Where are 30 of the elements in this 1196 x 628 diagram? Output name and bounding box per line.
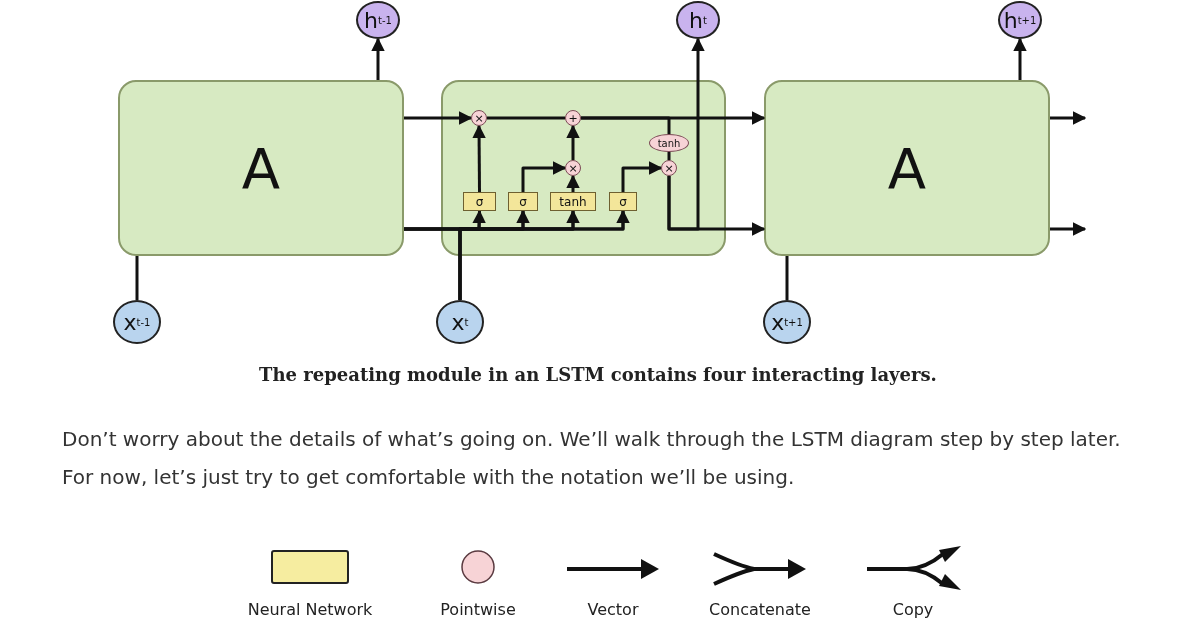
- paragraph: Don’t worry about the details of what’s going on. We’ll walk through the LSTM diagram step by step later. For now, let’s just try to get comfortable with the notation we’ll be using.: [62, 426, 1122, 491]
- cell-block: A: [764, 80, 1050, 256]
- layer-box: σ: [609, 192, 637, 211]
- arrow: [521, 161, 567, 192]
- arrow: [472, 124, 486, 192]
- layer-box: σ: [508, 192, 538, 211]
- layer-box: σ: [463, 192, 496, 211]
- caption: The repeating module in an LSTM contains four interacting layers.: [258, 364, 938, 385]
- legend-label: Concatenate: [708, 600, 812, 619]
- arrow: [566, 174, 580, 192]
- pointwise-ellipse: tanh: [649, 134, 689, 152]
- legend-label: Copy: [891, 600, 935, 619]
- arrow: [404, 111, 473, 125]
- arrow: [566, 124, 580, 160]
- arrow: [1050, 222, 1087, 236]
- arrow: [621, 161, 663, 192]
- arrow: [371, 37, 385, 80]
- pointwise-circle: ×: [661, 160, 677, 176]
- arrow: [1013, 37, 1027, 80]
- pointwise-circle: ×: [471, 110, 487, 126]
- layer-box: tanh: [550, 192, 596, 211]
- cell-block: [441, 80, 726, 256]
- cell-block: A: [118, 80, 404, 256]
- pointwise-circle: ×: [565, 160, 581, 176]
- legend-label: Vector: [586, 600, 640, 619]
- arrow: [667, 37, 705, 231]
- legend-label: Neural Network: [246, 600, 374, 619]
- legend-label: Pointwise: [439, 600, 517, 619]
- arrow: [1050, 111, 1087, 125]
- pointwise-circle: +: [565, 110, 581, 126]
